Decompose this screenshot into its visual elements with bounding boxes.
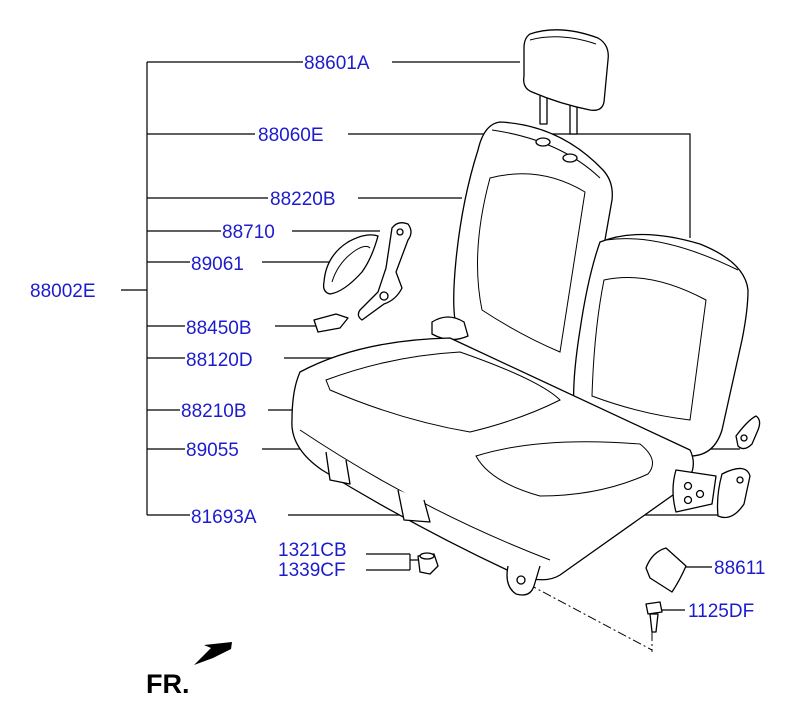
nut-hole xyxy=(419,552,435,560)
seat-leg-center xyxy=(397,489,431,523)
headrest-seam xyxy=(529,36,597,45)
seat-leg-left xyxy=(325,451,351,485)
side-back-top-seam xyxy=(605,238,739,271)
headrest-post-left xyxy=(539,93,548,125)
hinge-cover xyxy=(645,547,687,593)
part-label-1125DF: 1125DF xyxy=(688,601,754,622)
lever-pivot xyxy=(379,291,389,301)
part-labels: 88601A 88060E 88220B 88710 89061 88002E … xyxy=(30,53,765,622)
lever-pivot xyxy=(396,228,404,236)
part-label-88002E: 88002E xyxy=(30,281,96,302)
part-label-88210B: 88210B xyxy=(181,401,247,422)
bolt-head xyxy=(645,601,663,615)
bolt xyxy=(645,601,663,633)
part-label-88450B: 88450B xyxy=(186,318,252,339)
release-knob-88450B xyxy=(313,313,349,333)
hinge-cap-89055 xyxy=(735,415,761,450)
seat-back-hinge xyxy=(431,316,469,341)
part-label-1339CF: 1339CF xyxy=(278,560,346,581)
recliner-lever-88710 xyxy=(357,222,412,321)
hinge-cover-hole xyxy=(736,476,744,484)
headrest xyxy=(523,29,609,135)
seat-mount-hole xyxy=(516,575,526,585)
seat-back-top-seam xyxy=(491,129,601,179)
hinge-bolt xyxy=(683,495,693,505)
part-label-88710: 88710 xyxy=(222,222,275,243)
recliner-handle-grip xyxy=(331,245,371,283)
hinge-bolt xyxy=(695,489,705,499)
part-label-88601A: 88601A xyxy=(304,53,370,74)
recliner-mechanism xyxy=(313,222,412,333)
seat-back-main xyxy=(431,121,613,424)
part-label-88120D: 88120D xyxy=(186,350,253,371)
hinge-bolt xyxy=(683,481,693,491)
seat-cushion-panel-left xyxy=(325,351,561,433)
part-label-89055: 89055 xyxy=(186,440,239,461)
hinge-cover-81693A xyxy=(716,467,751,519)
part-label-88060E: 88060E xyxy=(258,125,324,146)
part-label-89061: 89061 xyxy=(191,254,244,275)
part-label-88611: 88611 xyxy=(714,558,765,579)
hinge-cap-hole xyxy=(740,434,748,442)
flange-nut xyxy=(417,552,439,575)
recliner-handle-89061 xyxy=(322,234,379,295)
headrest-cushion xyxy=(523,29,609,111)
side-back-panel xyxy=(591,277,707,421)
part-label-1321CB: 1321CB xyxy=(278,540,347,561)
seat-back-panel xyxy=(477,173,586,353)
install-axis-line xyxy=(527,583,653,652)
part-label-88220B: 88220B xyxy=(270,189,336,210)
leader-88060E-right xyxy=(348,133,691,238)
part-label-81693A: 81693A xyxy=(191,507,257,528)
bolt-shank xyxy=(649,613,659,633)
front-arrow-icon xyxy=(194,642,232,665)
front-direction-indicator: FR. xyxy=(146,642,232,699)
leader-1321CB xyxy=(366,553,418,571)
front-direction-label: FR. xyxy=(146,669,190,699)
seat-cushion-panel-right xyxy=(475,441,653,497)
headrest-socket-left xyxy=(535,137,551,147)
hinge-bracket xyxy=(672,415,761,519)
seat-cushion xyxy=(291,337,694,596)
cover-88611 xyxy=(645,547,687,593)
hinge-plate xyxy=(672,469,717,513)
headrest-socket-right xyxy=(562,153,578,163)
